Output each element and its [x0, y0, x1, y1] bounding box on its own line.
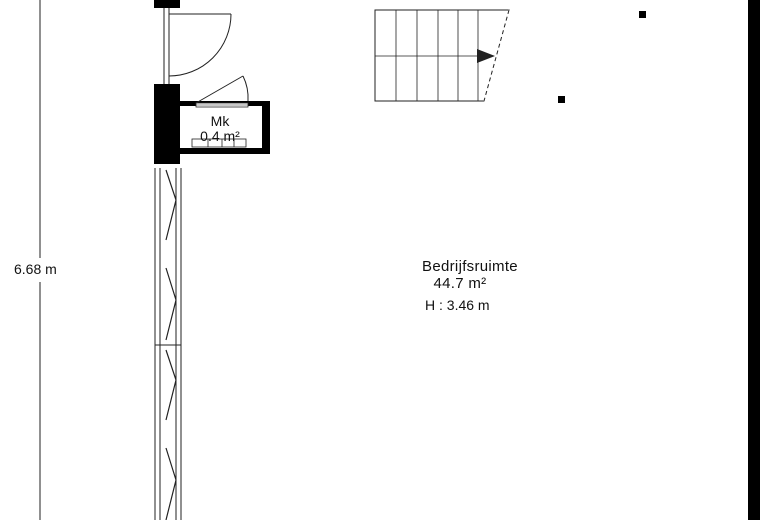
- right-wall: [748, 0, 760, 520]
- room-area: 44.7 m²: [433, 275, 487, 292]
- column-marker: [558, 96, 565, 103]
- closet-area: 0.4 m²: [200, 128, 240, 144]
- staircase: [374, 9, 510, 102]
- room-height: H : 3.46 m: [425, 297, 490, 313]
- left-window-wall: [154, 0, 182, 520]
- closet-mk: [180, 75, 270, 154]
- arrow-right-icon: [477, 49, 495, 63]
- door-swing: [168, 13, 232, 77]
- column-marker: [639, 11, 646, 18]
- room-name: Bedrijfsruimte: [422, 258, 518, 275]
- dimension-label: 6.68 m: [14, 261, 57, 277]
- closet-name: Mk: [210, 113, 230, 129]
